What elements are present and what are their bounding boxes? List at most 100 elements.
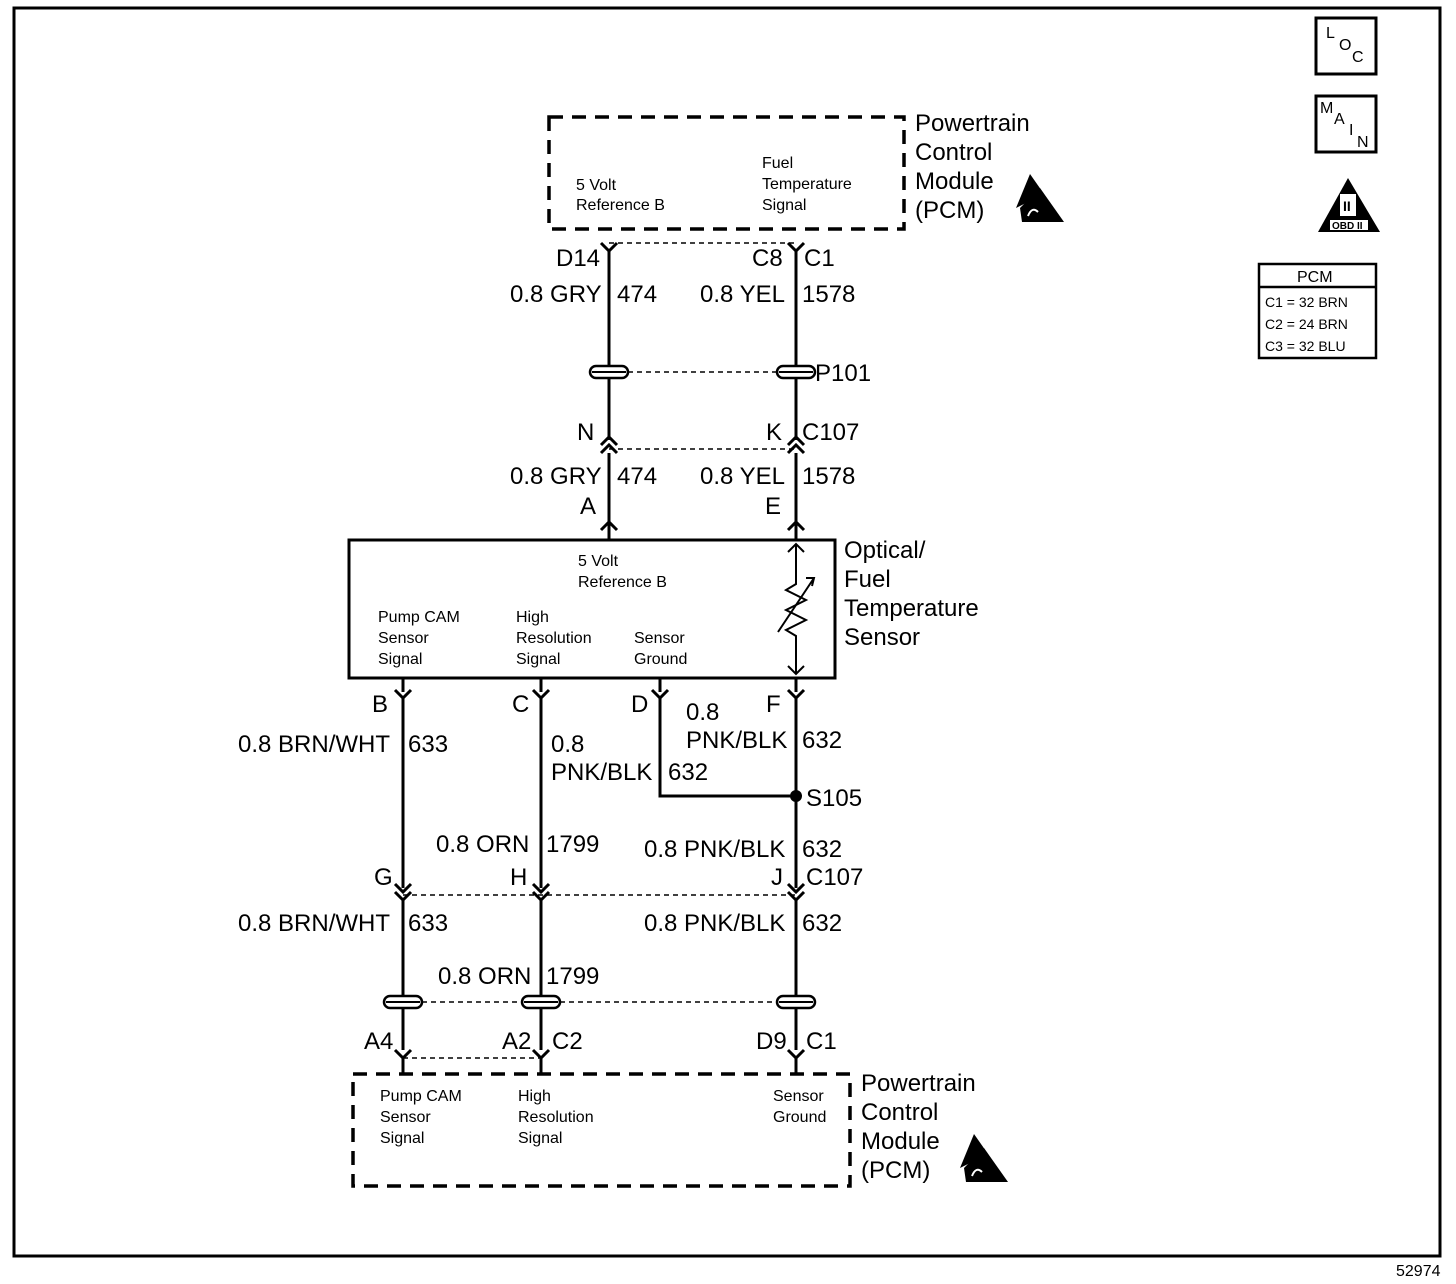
pcm-table-title: PCM [1297,269,1333,286]
pin-e: E [765,493,781,520]
wire-pnk-circuit-mid: 632 [802,836,842,863]
p101-label: P101 [815,360,871,387]
wire-gry-circuit-2: 474 [617,463,657,490]
splice-s105-label: S105 [806,785,862,812]
pcm-bottom-high-line2: Resolution [518,1109,594,1126]
splice-s105 [790,790,802,802]
wire-brn-circuit-2: 633 [408,910,448,937]
pcm-top-pin-left-line1: 5 Volt [576,177,617,194]
figure-number: 52974 [1396,1263,1441,1280]
wire-yel-circuit-2: 1578 [802,463,855,490]
wire-brn-label-1: 0.8 BRN/WHT [238,731,390,758]
connector-c107-upper: C107 [802,419,859,446]
sensor-high-line2: Resolution [516,630,592,647]
wire-f-color: PNK/BLK [686,727,787,754]
pcm-top-pin-left-line2: Reference B [576,197,665,214]
sensor-ref-line2: Reference B [578,574,667,591]
obd-ii-icon[interactable]: II OBD II [1318,178,1380,232]
sensor-high-line1: High [516,609,549,626]
optical-fuel-temperature-sensor: 5 Volt Reference B Pump CAM Sensor Signa… [347,537,979,680]
inline-connector-p101 [588,364,817,380]
loc-letter-o: O [1339,37,1351,54]
pin-f: F [766,691,781,718]
wire-pnk-label-mid: 0.8 PNK/BLK [644,836,785,863]
loc-letter-c: C [1352,49,1364,66]
inline-connector-lower [382,994,817,1010]
pcm-top-pin-right-line1: Fuel [762,155,793,172]
pin-n: N [577,419,594,446]
wire-yel-label-2: 0.8 YEL [700,463,785,490]
pcm-top-module: 5 Volt Reference B Fuel Temperature Sign… [547,110,1064,231]
wire-c-size: 0.8 [551,731,584,758]
sensor-title-line3: Temperature [844,595,979,622]
main-icon[interactable]: M A I N [1314,94,1378,154]
sensor-pump-line3: Signal [378,651,422,668]
pcm-bottom-pump-line2: Sensor [380,1109,431,1126]
wire-pnk-circuit-low: 632 [802,910,842,937]
sensor-high-line3: Signal [516,651,560,668]
main-letter-n: N [1357,134,1369,151]
wire-c-circuit: 632 [668,759,708,786]
sensor-box [347,538,837,680]
pcm-bottom-title-line2: Control [861,1099,938,1126]
sensor-title-line4: Sensor [844,624,920,651]
pcm-bottom-ground-line2: Ground [773,1109,826,1126]
sensor-pump-line1: Pump CAM [378,609,460,626]
wire-orn-label-1: 0.8 ORN [436,831,529,858]
main-letter-i: I [1349,122,1353,139]
pcm-bottom-title-line1: Powertrain [861,1070,976,1097]
connector-c107-lower: C107 [806,864,863,891]
obd-numeral: II [1343,198,1351,214]
loc-letter-l: L [1326,25,1335,42]
wire-brn-label-2: 0.8 BRN/WHT [238,910,390,937]
pcm-bottom-module: Pump CAM Sensor Signal High Resolution S… [351,1070,1008,1188]
wire-f-size: 0.8 [686,699,719,726]
wire-gry-label-2: 0.8 GRY [510,463,602,490]
thermistor-symbol [777,542,816,676]
pcm-top-pin-right-line2: Temperature [762,176,852,193]
pcm-bottom-high-line1: High [518,1088,551,1105]
pcm-bottom-box [351,1072,852,1188]
pin-c: C [512,691,529,718]
pin-h: H [510,864,527,891]
pcm-table-row-1: C1 = 32 BRN [1265,294,1348,310]
pcm-top-box [547,115,906,231]
pin-a: A [580,493,596,520]
pcm-top-title-line2: Control [915,139,992,166]
pin-d14: D14 [556,245,600,272]
pin-a4: A4 [364,1028,393,1055]
loc-icon[interactable]: L O C [1314,16,1378,76]
sensor-ground-line2: Ground [634,651,687,668]
esd-warning-icon [960,1134,1008,1182]
pcm-bottom-ground-line1: Sensor [773,1088,824,1105]
diagram-frame [12,6,1442,1258]
pcm-top-pin-right-line3: Signal [762,197,806,214]
pin-j: J [771,864,783,891]
obd-label: OBD II [1332,221,1363,232]
pcm-connector-table: PCM C1 = 32 BRN C2 = 24 BRN C3 = 32 BLU [1257,262,1378,360]
pin-b: B [372,691,388,718]
pin-c8: C8 [752,245,783,272]
sensor-pump-line2: Sensor [378,630,429,647]
wire-brn-circuit-1: 633 [408,731,448,758]
pcm-bottom-pump-line1: Pump CAM [380,1088,462,1105]
pin-d9: D9 [756,1028,787,1055]
pcm-top-title-line3: Module [915,168,994,195]
pin-d: D [631,691,648,718]
pcm-top-title-line1: Powertrain [915,110,1030,137]
pin-a2: A2 [502,1028,531,1055]
sensor-ground-line1: Sensor [634,630,685,647]
connector-c1-top: C1 [804,245,835,272]
pcm-table-row-3: C3 = 32 BLU [1265,338,1346,354]
sensor-title-line2: Fuel [844,566,891,593]
pcm-table-row-2: C2 = 24 BRN [1265,316,1348,332]
pcm-top-title-line4: (PCM) [915,197,984,224]
wire-yel-label-1: 0.8 YEL [700,281,785,308]
wire-gry-circuit-1: 474 [617,281,657,308]
connector-c1-bottom: C1 [806,1028,837,1055]
pcm-bottom-high-line3: Signal [518,1130,562,1147]
wire-c-color: PNK/BLK [551,759,652,786]
wire-orn-circuit-1: 1799 [546,831,599,858]
main-letter-a: A [1334,111,1345,128]
